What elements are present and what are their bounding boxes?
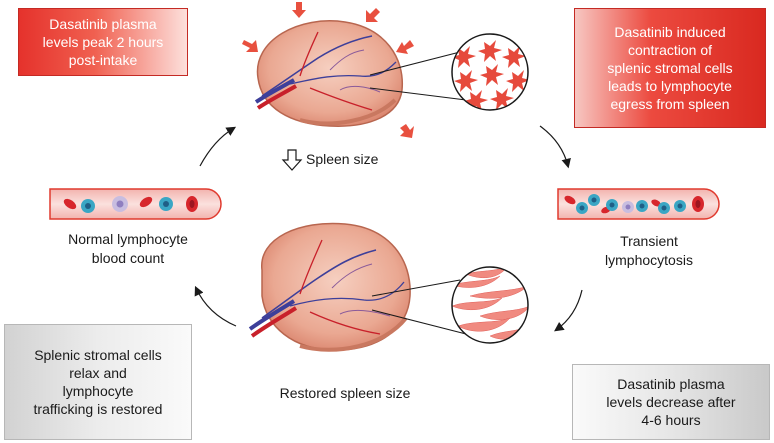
zoom-relaxed-stroma [451, 266, 529, 344]
cycle-arrow-up-right [194, 285, 237, 327]
vessel-normal [49, 188, 222, 220]
vessel-lymphocytosis [557, 188, 720, 220]
relax-box: Splenic stromal cells relax and lymphocy… [4, 324, 192, 440]
restored-spleen-label: Restored spleen size [279, 385, 411, 401]
transient-lymphocytosis-label: Transient lymphocytosis [605, 233, 693, 268]
contraction-arrows [242, 2, 414, 138]
peak-levels-box: Dasatinib plasma levels peak 2 hours pos… [18, 8, 188, 76]
normal-count-label: Normal lymphocyte blood count [68, 231, 188, 266]
zoom-contracted-stroma [451, 33, 529, 111]
cycle-arrow-down-right [539, 125, 571, 169]
spleen-size-label: Spleen size [306, 151, 379, 167]
spleen-contracted [254, 20, 403, 127]
contraction-box: Dasatinib induced contraction of splenic… [574, 8, 766, 128]
cycle-arrow-down-left [554, 289, 583, 332]
decrease-arrow-icon [281, 149, 303, 171]
decrease-levels-box: Dasatinib plasma levels decrease after 4… [572, 364, 770, 440]
cycle-arrow-up-left [199, 126, 237, 167]
spleen-restored [248, 222, 411, 352]
